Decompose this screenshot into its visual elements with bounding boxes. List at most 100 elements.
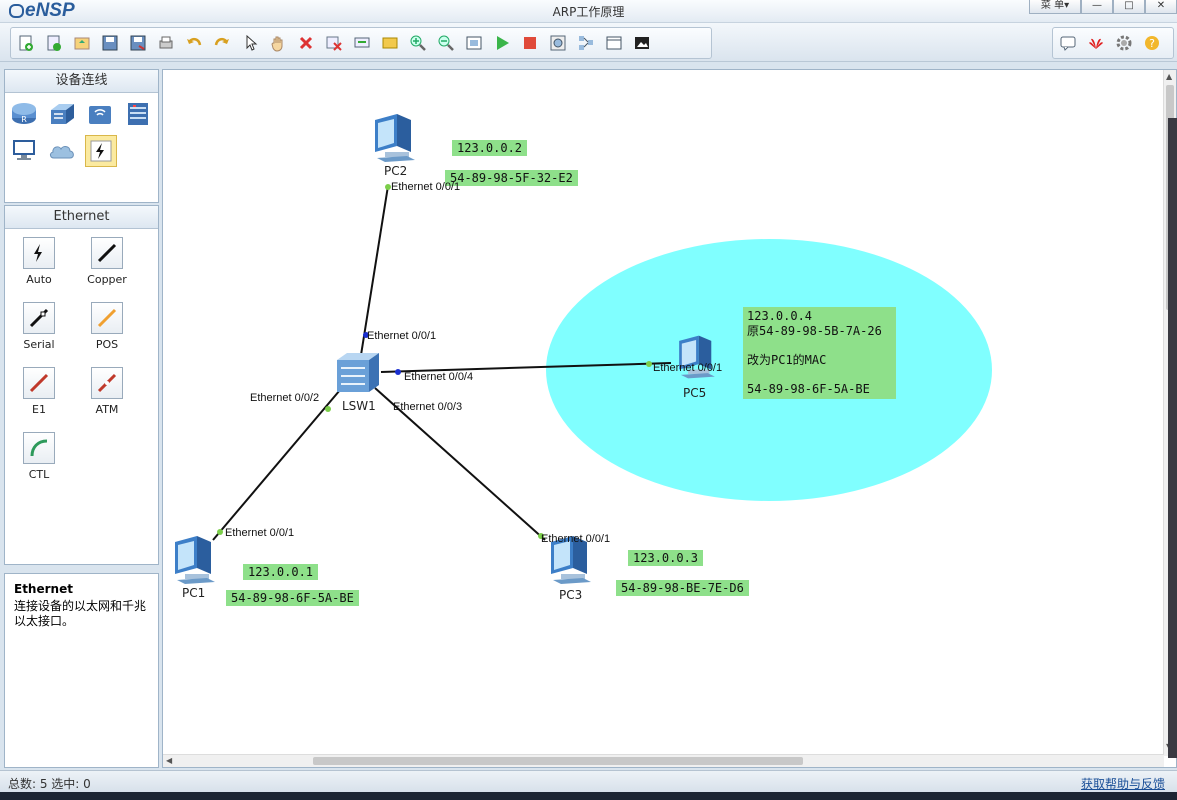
huawei-icon[interactable] bbox=[1085, 32, 1107, 54]
svg-text:?: ? bbox=[1149, 37, 1155, 50]
cable-atm[interactable]: ATM bbox=[73, 363, 141, 428]
description-text: 连接设备的以太网和千兆以太接口。 bbox=[14, 599, 147, 628]
main-tool-group bbox=[10, 27, 712, 59]
pc-device-icon[interactable] bbox=[9, 135, 39, 165]
cable-pos[interactable]: POS bbox=[73, 298, 141, 363]
settings-gear-icon[interactable] bbox=[1113, 32, 1135, 54]
pc-icon bbox=[375, 114, 415, 162]
capture-data-icon[interactable] bbox=[547, 32, 569, 54]
app-logo-text: eNSP bbox=[25, 0, 75, 21]
cable-label: Serial bbox=[23, 338, 55, 351]
delete-icon[interactable] bbox=[295, 32, 317, 54]
lsw1-port-e004: Ethernet 0/0/4 bbox=[404, 371, 474, 383]
pos-cable-icon bbox=[91, 302, 123, 334]
link-lsw1-pc5 bbox=[380, 362, 672, 373]
pc5-change-note: 改为PC1的MAC bbox=[747, 353, 827, 367]
node-pc5[interactable]: PC5 bbox=[671, 332, 723, 400]
minimize-button[interactable]: — bbox=[1081, 0, 1113, 14]
pc3-ip-label: 123.0.0.3 bbox=[628, 550, 704, 566]
delete-link-icon[interactable] bbox=[323, 32, 345, 54]
cable-label: POS bbox=[95, 338, 119, 351]
pc1-port-label: Ethernet 0/0/1 bbox=[225, 527, 295, 539]
link-lsw1-pc3 bbox=[374, 387, 546, 541]
redo-icon[interactable] bbox=[211, 32, 233, 54]
save-as-icon[interactable] bbox=[127, 32, 149, 54]
node-label: PC3 bbox=[559, 588, 583, 602]
window-edge bbox=[1168, 118, 1177, 758]
horizontal-scrollbar[interactable]: ◀ bbox=[163, 754, 1164, 767]
help-feedback-link[interactable]: 获取帮助与反馈 bbox=[1080, 777, 1165, 791]
device-panel-header: 设备连线 bbox=[5, 70, 158, 93]
node-pc3[interactable]: PC3 bbox=[543, 532, 599, 602]
copper-cable-icon bbox=[91, 237, 123, 269]
port-dot bbox=[363, 332, 369, 338]
node-pc1[interactable]: PC1 bbox=[167, 532, 223, 600]
cable-label: E1 bbox=[32, 403, 46, 416]
palette-icon[interactable] bbox=[603, 32, 625, 54]
close-button[interactable]: ✕ bbox=[1145, 0, 1177, 14]
stop-device-icon[interactable] bbox=[519, 32, 541, 54]
switch-icon[interactable] bbox=[47, 99, 77, 129]
rectangle-tool-icon[interactable] bbox=[379, 32, 401, 54]
topology-icon[interactable] bbox=[575, 32, 597, 54]
start-device-icon[interactable] bbox=[491, 32, 513, 54]
cable-copper[interactable]: Copper bbox=[73, 233, 141, 298]
cable-e1[interactable]: E1 bbox=[5, 363, 73, 428]
pc5-original-mac: 原54-89-98-5B-7A-26 bbox=[747, 324, 882, 338]
maximize-button[interactable]: □ bbox=[1113, 0, 1145, 14]
wireless-icon[interactable] bbox=[85, 99, 115, 129]
cable-list: Auto Copper Serial POS E1 ATM bbox=[5, 229, 158, 497]
scroll-left-icon[interactable]: ◀ bbox=[166, 756, 173, 765]
menu-button[interactable]: 菜 单▾ bbox=[1029, 0, 1081, 14]
cable-label: ATM bbox=[95, 403, 119, 416]
help-icon[interactable]: ? bbox=[1141, 32, 1163, 54]
switch-icon bbox=[337, 353, 379, 392]
new-example-icon[interactable] bbox=[43, 32, 65, 54]
zoom-in-icon[interactable] bbox=[407, 32, 429, 54]
undo-icon[interactable] bbox=[183, 32, 205, 54]
lsw1-port-e002: Ethernet 0/0/2 bbox=[250, 392, 320, 404]
cable-label: Copper bbox=[87, 273, 127, 286]
pc1-mac-label: 54-89-98-6F-5A-BE bbox=[226, 590, 359, 606]
save-icon[interactable] bbox=[99, 32, 121, 54]
pc1-ip-label: 123.0.0.1 bbox=[243, 564, 319, 580]
screenshot-icon[interactable] bbox=[631, 32, 653, 54]
text-comment-icon[interactable] bbox=[351, 32, 373, 54]
fit-view-icon[interactable] bbox=[463, 32, 485, 54]
zoom-out-icon[interactable] bbox=[435, 32, 457, 54]
cable-panel: Ethernet Auto Copper Serial POS E1 bbox=[4, 205, 159, 565]
extra-tool-group: ? bbox=[1052, 27, 1174, 59]
ensp-logo-icon bbox=[8, 3, 24, 19]
router-icon[interactable]: R bbox=[9, 99, 39, 129]
select-pointer-icon[interactable] bbox=[239, 32, 261, 54]
node-label: PC5 bbox=[683, 386, 707, 400]
topology-canvas[interactable]: PC2 123.0.0.2 54-89-98-5F-32-E2 Ethernet… bbox=[162, 69, 1177, 768]
horizontal-scroll-thumb[interactable] bbox=[313, 757, 803, 765]
scroll-up-icon[interactable]: ▲ bbox=[1166, 72, 1173, 81]
open-icon[interactable] bbox=[71, 32, 93, 54]
serial-cable-icon bbox=[23, 302, 55, 334]
cable-ctl[interactable]: CTL bbox=[5, 428, 73, 493]
port-dot bbox=[325, 406, 331, 412]
cable-serial[interactable]: Serial bbox=[5, 298, 73, 363]
new-topology-icon[interactable] bbox=[15, 32, 37, 54]
device-panel: 设备连线 R bbox=[4, 69, 159, 203]
pan-hand-icon[interactable] bbox=[267, 32, 289, 54]
cable-auto[interactable]: Auto bbox=[5, 233, 73, 298]
port-dot bbox=[538, 533, 544, 539]
cloud-icon[interactable] bbox=[47, 135, 77, 165]
node-label: LSW1 bbox=[342, 399, 376, 413]
cable-label: CTL bbox=[28, 468, 50, 481]
connections-category-icon[interactable] bbox=[85, 135, 117, 167]
firewall-icon[interactable] bbox=[123, 99, 153, 129]
node-pc2[interactable]: PC2 bbox=[367, 110, 423, 178]
e1-cable-icon bbox=[23, 367, 55, 399]
pc5-new-mac: 54-89-98-6F-5A-BE bbox=[747, 382, 870, 396]
print-icon[interactable] bbox=[155, 32, 177, 54]
node-lsw1[interactable]: LSW1 bbox=[333, 350, 383, 413]
cable-label: Auto bbox=[26, 273, 52, 286]
window-title: ARP工作原理 bbox=[552, 5, 625, 19]
link-pc2-lsw1 bbox=[360, 185, 389, 356]
chat-icon[interactable] bbox=[1057, 32, 1079, 54]
link-lsw1-pc1 bbox=[212, 389, 341, 541]
